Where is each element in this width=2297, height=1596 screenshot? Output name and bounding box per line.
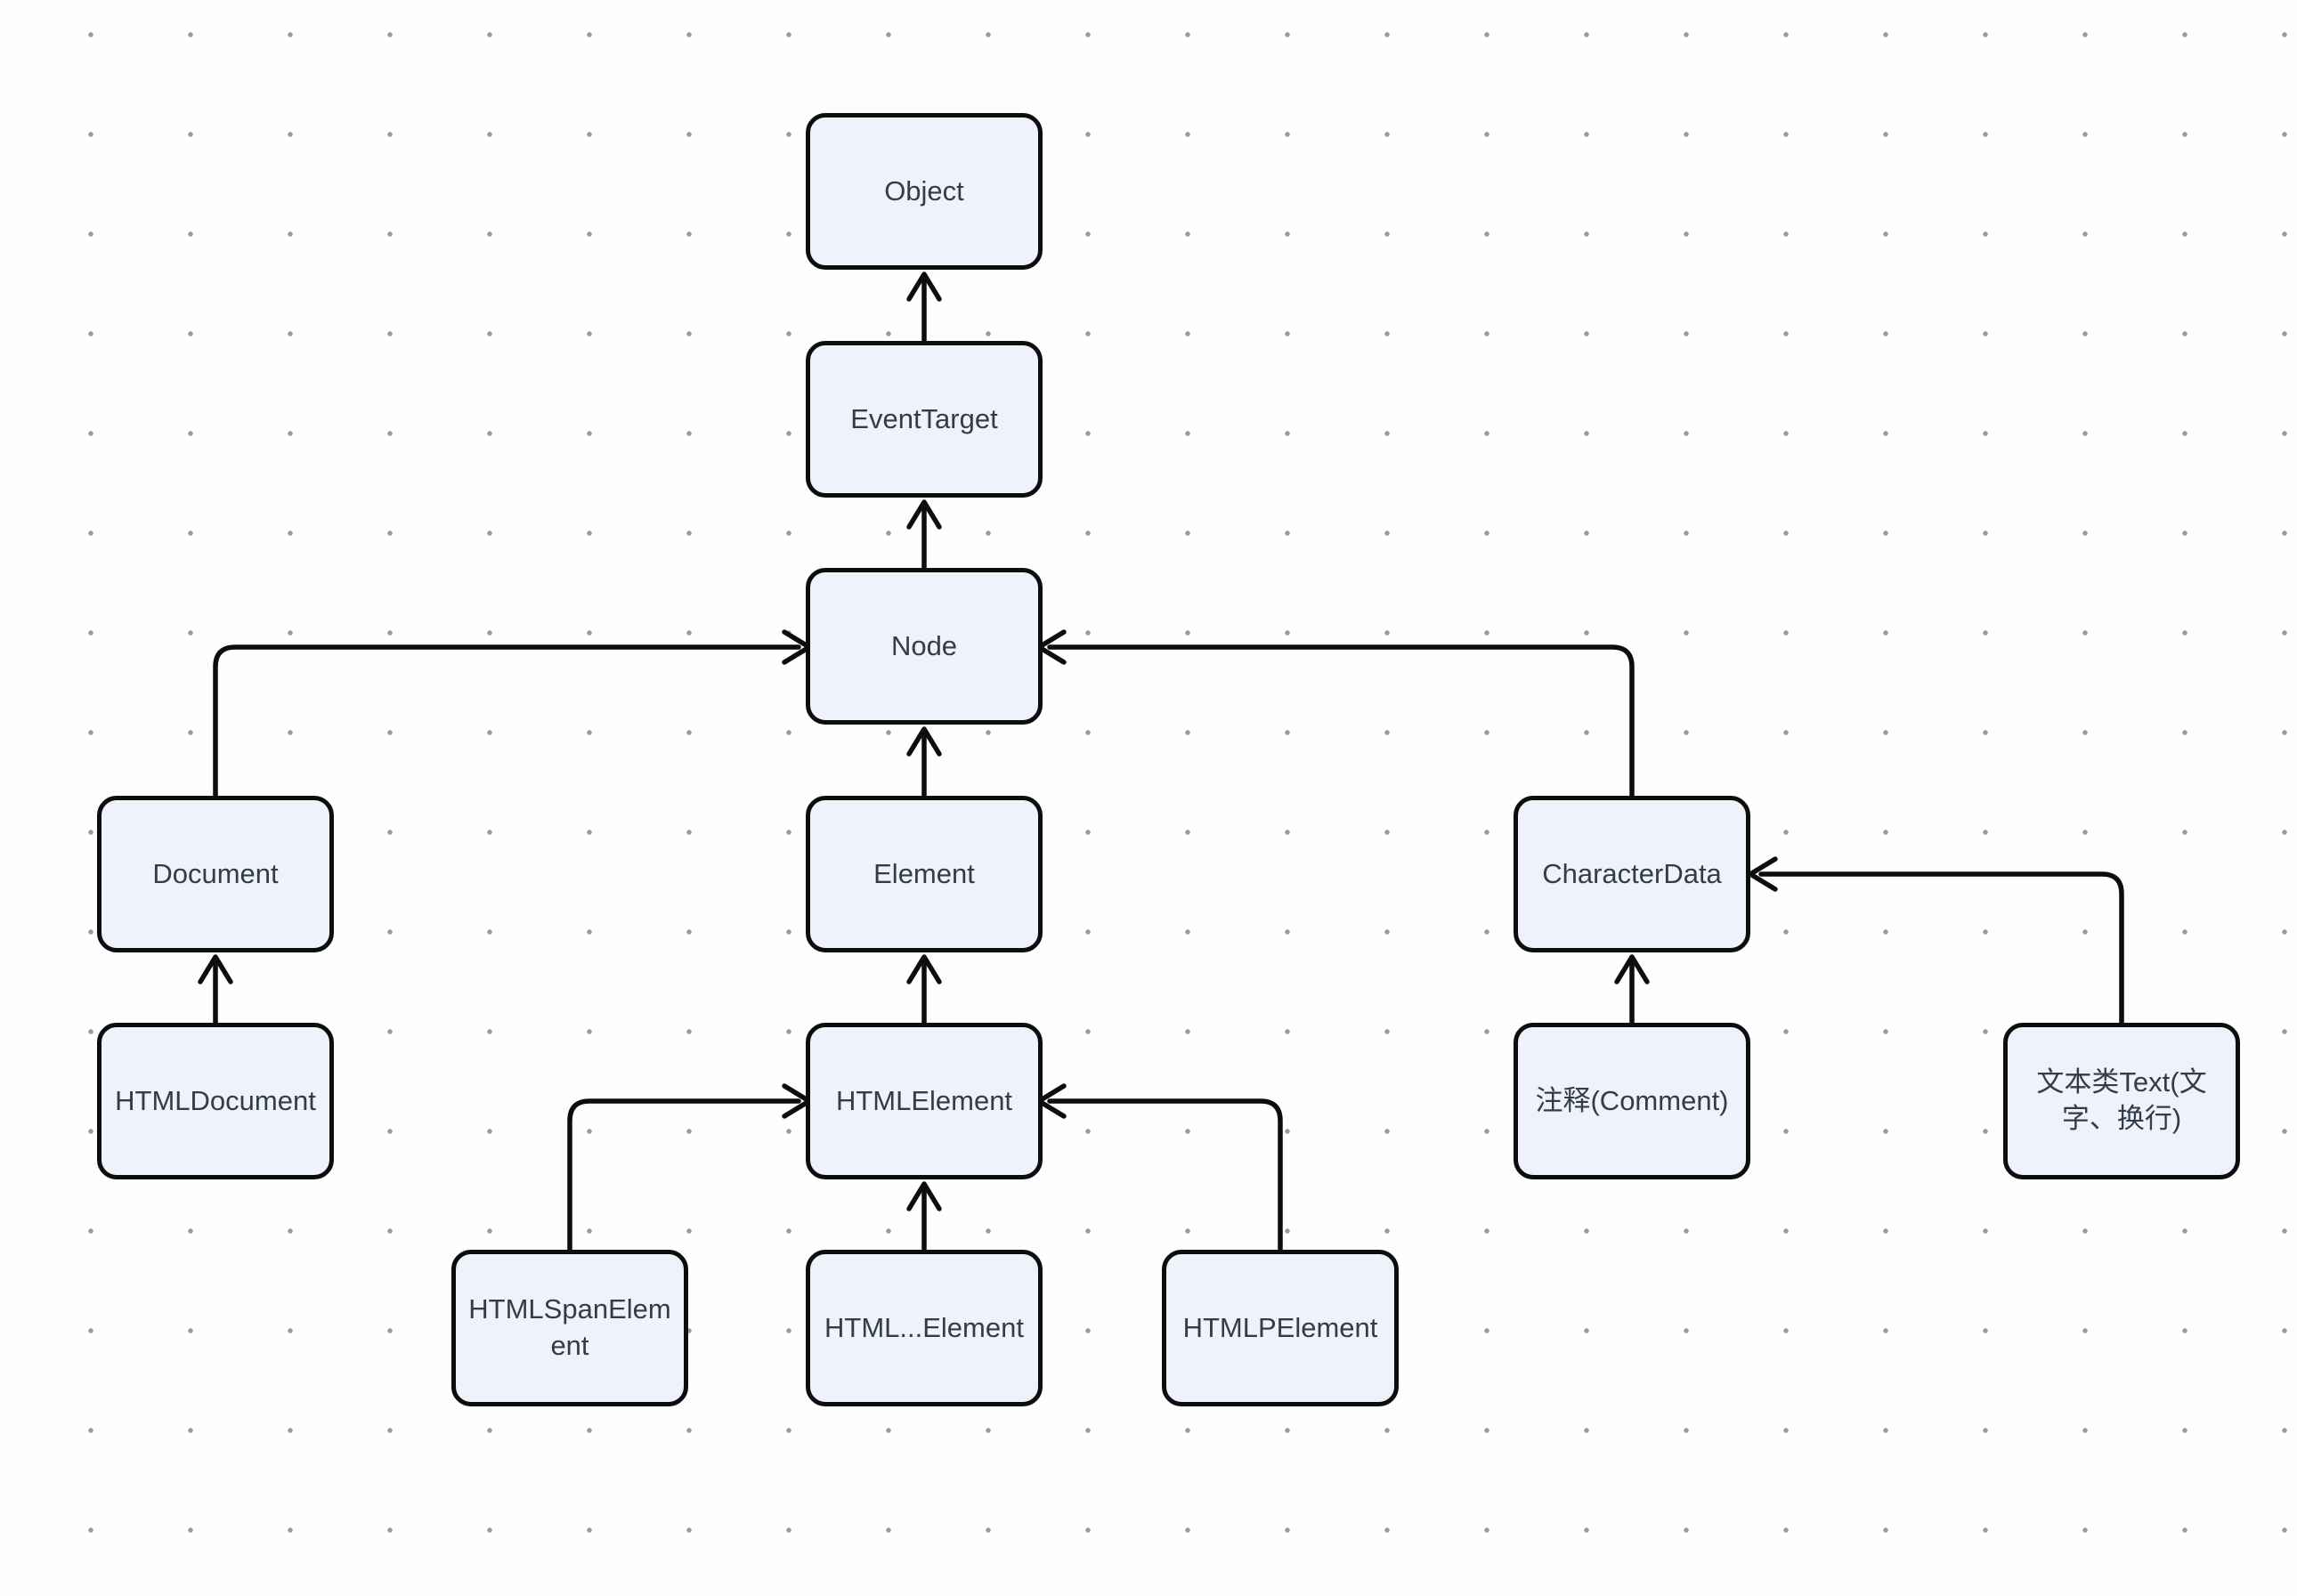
edge-htmlspanelement-to-htmlelement: [567, 1083, 812, 1252]
node-htmlelement-label: HTMLElement: [835, 1084, 1013, 1116]
node-htmlelement: HTMLElement: [806, 1023, 1043, 1179]
node-comment-label: 注释(Comment): [1535, 1084, 1729, 1116]
edge-htmldocument-to-document: [198, 954, 233, 1025]
node-text: 文本类Text(文字、换行): [2003, 1023, 2240, 1179]
edge-eventtarget-to-object: [906, 271, 942, 344]
node-object-label: Object: [884, 174, 964, 207]
edge-line: [1047, 1098, 1283, 1252]
edge-element-to-node: [906, 726, 942, 798]
edge-htmlotherelement-to-htmlelement: [906, 1181, 942, 1252]
edge-text-to-characterdata: [1748, 856, 2124, 1025]
node-characterdata-label: CharacterData: [1542, 857, 1722, 889]
arrowhead-up-icon: [906, 726, 942, 757]
edge-comment-to-characterdata: [1614, 954, 1650, 1025]
node-characterdata: CharacterData: [1514, 796, 1750, 952]
node-text-label: 文本类Text(文字、换行): [2036, 1066, 2207, 1134]
arrowhead-up-icon: [1614, 954, 1650, 984]
node-htmlspanelement: HTMLSpanElement: [451, 1250, 688, 1406]
arrowhead-up-icon: [906, 271, 942, 302]
node-element: Element: [806, 796, 1043, 952]
node-htmldocument-label: HTMLDocument: [115, 1084, 316, 1116]
arrowhead-left-icon: [1748, 856, 1778, 892]
edge-document-to-node: [213, 629, 812, 798]
node-htmlspanelement-label: HTMLSpanElement: [468, 1293, 671, 1361]
edge-line: [1758, 871, 2124, 1025]
arrowhead-up-icon: [906, 499, 942, 530]
node-element-label: Element: [873, 857, 975, 889]
node-htmlpelement-label: HTMLPElement: [1182, 1311, 1378, 1343]
arrowhead-up-icon: [906, 954, 942, 984]
edge-htmlpelement-to-htmlelement: [1036, 1083, 1283, 1252]
arrowhead-up-icon: [906, 1181, 942, 1211]
node-htmlotherelement: HTML...Element: [806, 1250, 1043, 1406]
edge-line: [567, 1098, 801, 1252]
edge-line: [1047, 644, 1635, 798]
node-htmldocument: HTMLDocument: [97, 1023, 334, 1179]
node-htmlotherelement-label: HTML...Element: [824, 1311, 1024, 1343]
node-eventtarget-label: EventTarget: [850, 402, 998, 434]
node-document-label: Document: [152, 857, 279, 889]
node-eventtarget: EventTarget: [806, 341, 1043, 498]
edge-node-to-eventtarget: [906, 499, 942, 571]
node-node: Node: [806, 568, 1043, 725]
node-htmlpelement: HTMLPElement: [1162, 1250, 1399, 1406]
node-comment: 注释(Comment): [1514, 1023, 1750, 1179]
node-object: Object: [806, 113, 1043, 270]
edge-line: [213, 644, 801, 798]
node-node-label: Node: [890, 629, 958, 661]
edge-htmlelement-to-element: [906, 954, 942, 1025]
arrowhead-up-icon: [198, 954, 233, 984]
edge-characterdata-to-node: [1036, 629, 1635, 798]
node-document: Document: [97, 796, 334, 952]
